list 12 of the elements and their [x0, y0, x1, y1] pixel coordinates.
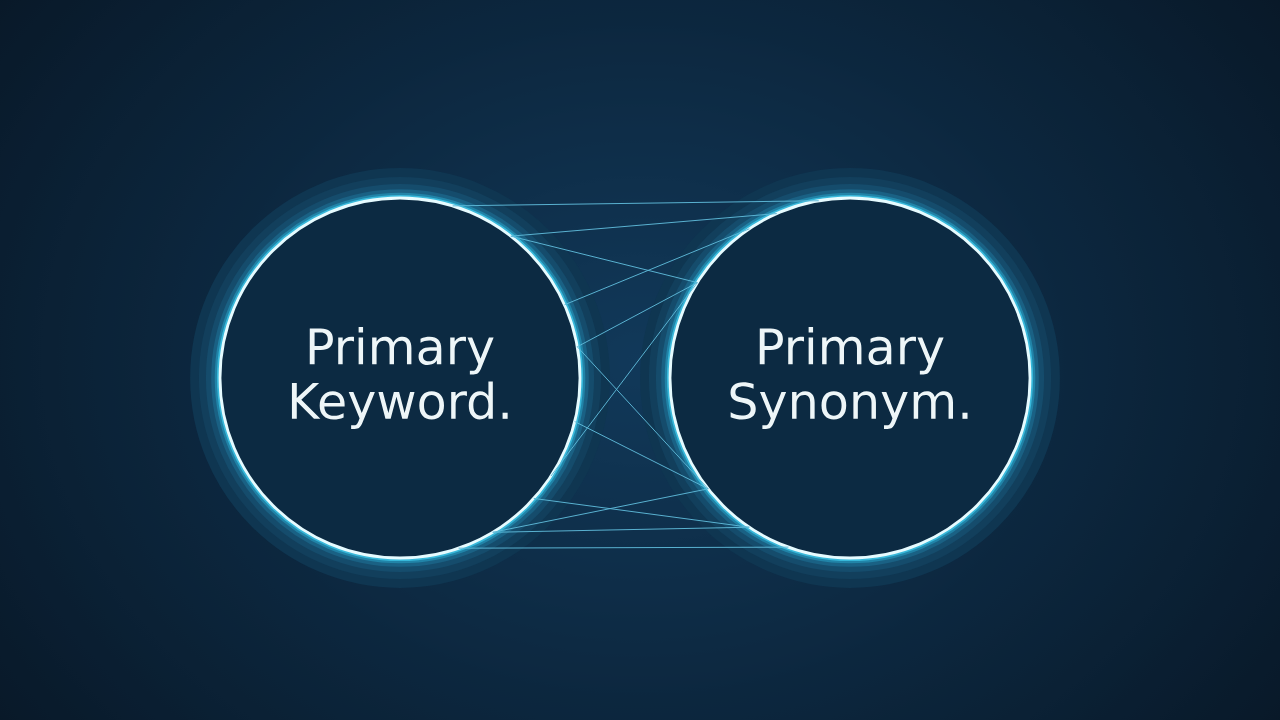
- connecting-line: [510, 235, 698, 284]
- connecting-line: [550, 282, 698, 477]
- connecting-line: [510, 213, 778, 237]
- connecting-line: [492, 526, 750, 533]
- connecting-line: [492, 488, 709, 533]
- connecting-line: [563, 228, 750, 306]
- connecting-line: [576, 346, 709, 490]
- connecting-line: [574, 421, 709, 490]
- connecting-line: [576, 282, 698, 348]
- connecting-line: [533, 497, 750, 528]
- connecting-line: [458, 546, 789, 549]
- connecting-line: [452, 200, 820, 207]
